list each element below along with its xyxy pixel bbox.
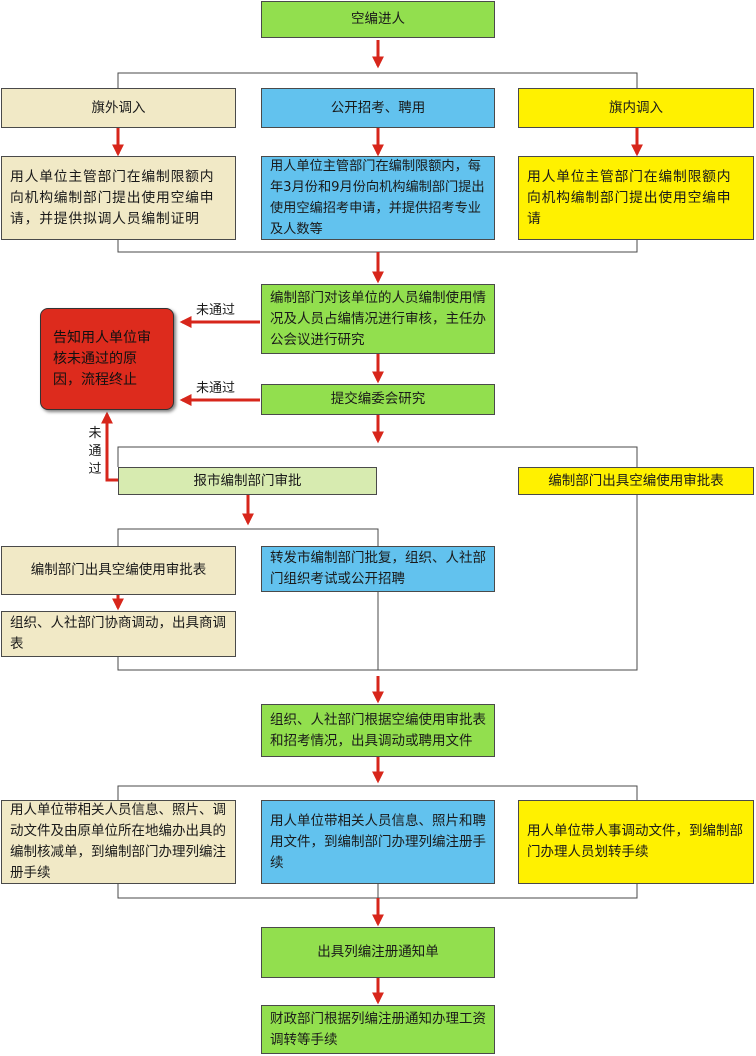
final-left-label: 用人单位带相关人员信息、照片、调动文件及由原单位所在地编办出具的编制核减单，到编…	[10, 802, 226, 881]
reject-label: 告知用人单位审核未通过的原因，流程终止	[53, 329, 151, 388]
issue-form-right-box: 编制部门出具空编使用审批表	[518, 467, 754, 495]
forward-label: 转发市编制部门批复，组织、人社部门组织考试或公开招聘	[270, 550, 486, 587]
not-passed-vertical: 未 通 过	[87, 425, 103, 479]
branch-text-internal: 用人单位主管部门在编制限额内向机构编制部门提出使用空编申请	[518, 156, 754, 240]
start-label: 空编进人	[351, 11, 405, 27]
branch-head-external: 旗外调入	[1, 88, 236, 128]
final-mid-box: 用人单位带相关人员信息、照片和聘用文件，到编制部门办理列编注册手续	[261, 800, 495, 884]
review-label: 编制部门对该单位的人员编制使用情况及人员占编情况进行审核，主任办公会议进行研究	[270, 289, 486, 348]
coordinate-box: 组织、人社部门协商调动，出具商调表	[1, 611, 236, 657]
branch-text-external-label: 用人单位主管部门在编制限额内向机构编制部门提出使用空编申请，并提供拟调人员编制证…	[10, 168, 215, 227]
branch-text-recruit: 用人单位主管部门在编制限额内，每年3月份和9月份向机构编制部门提出使用空编招考申…	[261, 156, 495, 240]
branch-text-external: 用人单位主管部门在编制限额内向机构编制部门提出使用空编申请，并提供拟调人员编制证…	[1, 156, 236, 240]
issue-form-left-box: 编制部门出具空编使用审批表	[1, 546, 236, 595]
finance-box: 财政部门根据列编注册通知办理工资调转等手续	[261, 1005, 495, 1054]
issue-form-left-label: 编制部门出具空编使用审批表	[30, 562, 207, 578]
committee-box: 提交编委会研究	[261, 384, 495, 415]
final-right-label: 用人单位带人事调动文件，到编制部门办理人员划转手续	[527, 823, 743, 860]
reject-box: 告知用人单位审核未通过的原因，流程终止	[40, 308, 174, 410]
not-passed-label-1: 未通过	[196, 303, 236, 318]
final-right-box: 用人单位带人事调动文件，到编制部门办理人员划转手续	[518, 800, 754, 884]
city-approval-label: 报市编制部门审批	[193, 472, 302, 489]
start-box: 空编进人	[261, 1, 495, 38]
branch-head-internal: 旗内调入	[518, 88, 754, 128]
committee-label: 提交编委会研究	[330, 391, 426, 407]
branch-head-recruit: 公开招考、聘用	[261, 88, 495, 128]
arrow	[101, 411, 118, 482]
notice-label: 出具列编注册通知单	[317, 944, 439, 960]
coordinate-label: 组织、人社部门协商调动，出具商调表	[10, 615, 226, 652]
branch-head-external-label: 旗外调入	[91, 99, 146, 116]
branch-text-recruit-label: 用人单位主管部门在编制限额内，每年3月份和9月份向机构编制部门提出使用空编招考申…	[270, 159, 485, 237]
not-passed-char: 未	[88, 426, 102, 441]
docs-box: 组织、人社部门根据空编使用审批表和招考情况，出具调动或聘用文件	[261, 704, 495, 757]
not-passed-label-2: 未通过	[196, 381, 236, 396]
branch-head-recruit-label: 公开招考、聘用	[330, 99, 426, 116]
branch-head-internal-label: 旗内调入	[609, 99, 663, 116]
branch-text-internal-label: 用人单位主管部门在编制限额内向机构编制部门提出使用空编申请	[527, 168, 732, 227]
not-passed-char: 过	[88, 462, 102, 477]
review-box: 编制部门对该单位的人员编制使用情况及人员占编情况进行审核，主任办公会议进行研究	[261, 284, 495, 354]
final-mid-label: 用人单位带相关人员信息、照片和聘用文件，到编制部门办理列编注册手续	[270, 812, 486, 871]
notice-box: 出具列编注册通知单	[261, 927, 495, 978]
docs-label: 组织、人社部门根据空编使用审批表和招考情况，出具调动或聘用文件	[270, 711, 486, 749]
forward-box: 转发市编制部门批复，组织、人社部门组织考试或公开招聘	[261, 546, 495, 592]
city-approval-box: 报市编制部门审批	[118, 467, 377, 495]
issue-form-right-label: 编制部门出具空编使用审批表	[548, 472, 724, 489]
not-passed-char: 通	[88, 444, 102, 459]
finance-label: 财政部门根据列编注册通知办理工资调转等手续	[270, 1010, 486, 1048]
final-left-box: 用人单位带相关人员信息、照片、调动文件及由原单位所在地编办出具的编制核减单，到编…	[1, 800, 236, 884]
